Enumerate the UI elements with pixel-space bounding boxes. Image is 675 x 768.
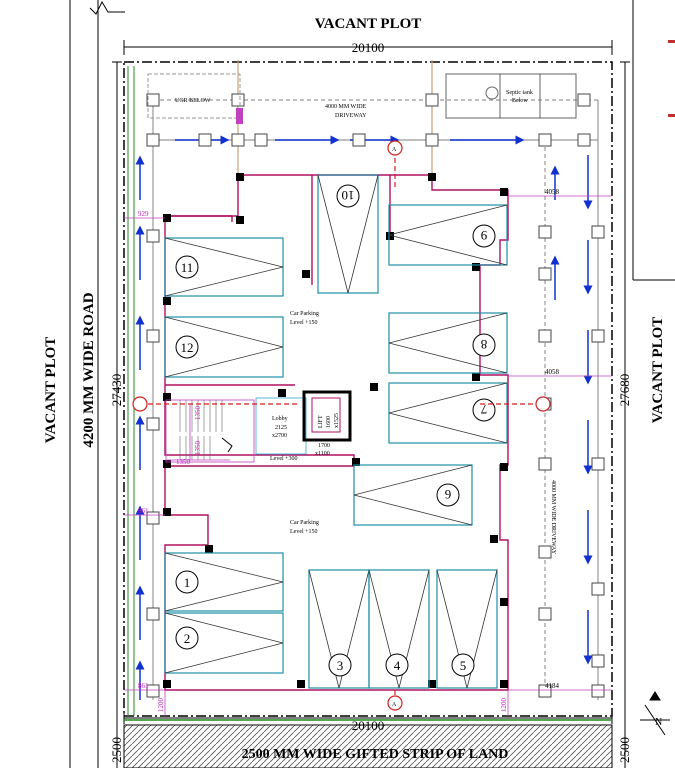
internal-dim-texts: 929 961 861 4058 4058 4184 1200 1200 135… [138,188,560,712]
slot-number: 5 [460,658,467,673]
ugr-tank: UGR BELOW [147,73,243,124]
building-walls [164,174,509,691]
dimension-lines [69,0,675,768]
bottom-width-dim: 20100 [352,718,385,733]
slot-number: 12 [181,340,194,355]
staircase [165,397,307,463]
slot-number: 7 [480,402,487,417]
svg-text:Below: Below [512,98,528,104]
svg-text:4058: 4058 [545,368,560,376]
lobby-dim-2: x2700 [272,433,287,439]
top-plot-label: VACANT PLOT [315,16,422,32]
legend-mark [668,114,675,117]
svg-text:4184: 4184 [545,682,560,690]
lift-front-dim-2: x1100 [315,451,330,457]
svg-text:UGR BELOW: UGR BELOW [175,98,211,104]
svg-text:1200: 1200 [157,698,165,713]
driveway-label-2: DRIVEWAY [335,113,367,119]
traffic-arrows [135,135,593,700]
slot-number: 11 [181,260,194,275]
left-depth-dim: 27430 [109,374,124,407]
left-road-label: 4200 MM WIDE ROAD [81,292,97,447]
legend-mark [668,40,675,43]
section-mark-a: A [392,702,397,708]
gifted-strip-hatch [123,724,613,768]
svg-text:1350: 1350 [194,406,202,421]
slot-number: 2 [184,631,191,646]
slot-number: 8 [481,337,488,352]
side-driveway-label: 4000 MM WIDE DRIVEWAY [550,480,556,555]
slot-number-texts: 11 12 10 9 8 7 6 1 2 3 4 5 [181,188,488,673]
right-depth-dim: 27680 [617,374,632,407]
structural-columns [163,173,508,688]
driveway-grid [152,60,600,700]
car-parking-label: Car Parking [290,520,319,526]
site-boundary [123,61,613,717]
lift-front-dim: 1700 [318,443,330,449]
svg-text:1350: 1350 [194,441,202,456]
slot-number: 10 [342,188,355,203]
north-label: N [655,717,662,728]
right-bottom-dim: 2500 [617,737,632,763]
slot-number: 6 [444,487,451,502]
column-markers [146,93,605,698]
compound-wall [127,66,135,716]
lift-dim: 1600 [326,416,332,428]
lobby-dim: 2125 [275,425,287,431]
svg-text:Septic tank: Septic tank [506,90,533,96]
svg-text:4058: 4058 [545,188,560,196]
bottom-strip-label: 2500 MM WIDE GIFTED STRIP OF LAND [242,747,509,762]
svg-text:961: 961 [138,507,149,515]
lift-label: LIFT [318,415,324,428]
svg-text:1350: 1350 [176,458,191,466]
internal-dims [124,195,612,716]
parking-slots [164,174,508,689]
break-symbol [89,0,125,15]
lift-dim-2: x1525 [334,413,340,428]
slot-number: 9 [481,228,488,243]
lift-shaft [302,390,352,442]
left-bottom-dim: 2500 [109,737,124,763]
car-parking-level: Level +150 [290,529,318,535]
septic-tank: Septic tank Below [445,73,577,119]
slot-number: 3 [337,658,344,673]
lobby-level: Level +300 [270,456,298,462]
top-width-dim: 20100 [352,40,385,55]
section-mark-a: A [392,147,397,153]
right-plot-label: VACANT PLOT [650,317,666,424]
svg-text:929: 929 [138,210,149,218]
left-plot-label: VACANT PLOT [43,337,59,444]
car-parking-label: Car Parking [290,311,319,317]
svg-text:861: 861 [138,682,149,690]
north-arrow [640,691,670,736]
slot-number: 4 [394,658,401,673]
svg-text:1200: 1200 [500,698,508,713]
car-parking-level: Level +150 [290,320,318,326]
section-markers [132,140,551,711]
slot-number: 1 [184,575,191,590]
driveway-label: 4000 MM WIDE [325,104,367,110]
slot-numbers [175,184,496,677]
lobby-label: Lobby [272,416,288,422]
